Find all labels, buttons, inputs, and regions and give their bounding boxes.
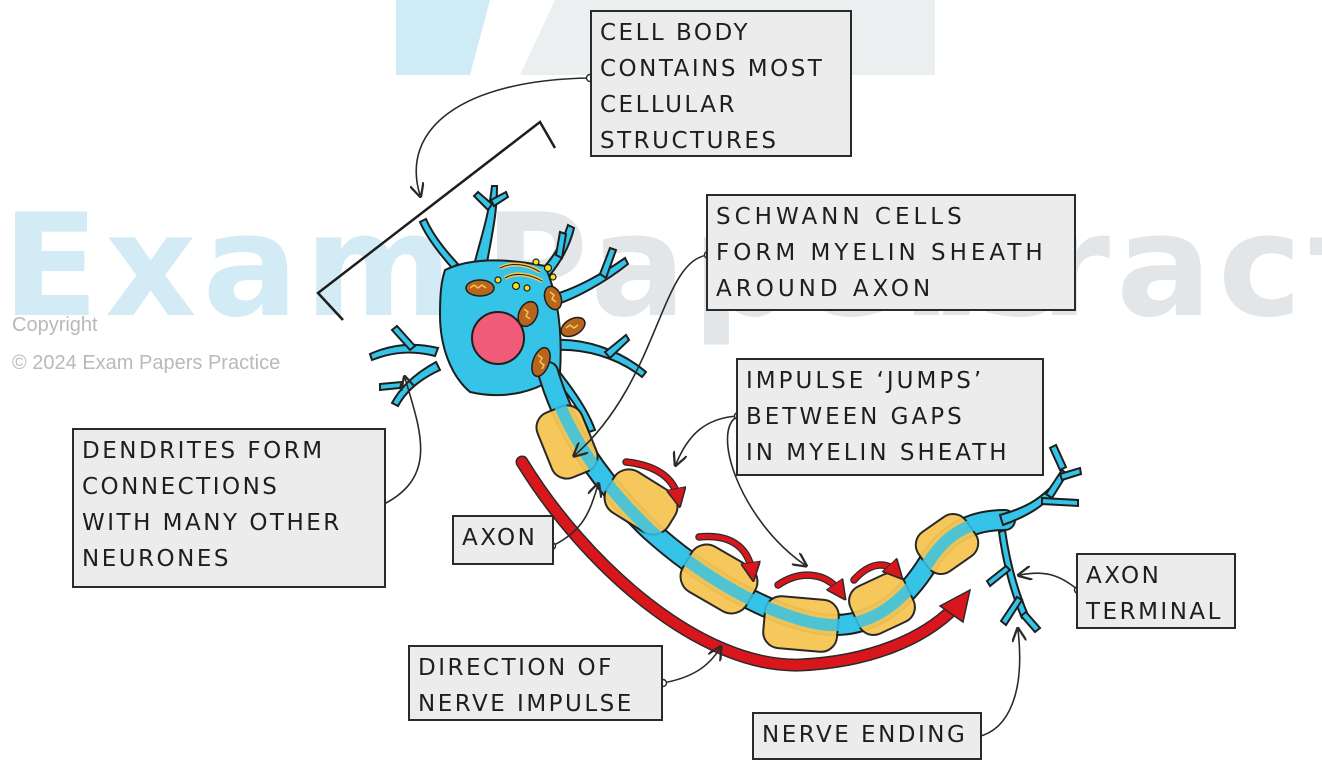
impulse-jumps-leader-1 [676,416,738,464]
dendrites-label-line: DENDRITES FORM [82,433,376,469]
schwann-label-line: AROUND AXON [716,271,1066,307]
cell-body-label-line: CELL BODY [600,15,842,51]
nerve-ending-label: NERVE ENDING [752,712,982,760]
watermark-logo-shape [396,0,490,75]
direction-label-line: NERVE IMPULSE [418,686,653,722]
cell-body-leader [416,78,590,195]
direction-leader [663,648,720,683]
dendrites-label-line: CONNECTIONS [82,469,376,505]
axon-terminal-label: AXON TERMINAL [1076,553,1236,629]
dendrites-label-line: WITH MANY OTHER [82,505,376,541]
cell-body-label: CELL BODY CONTAINS MOST CELLULAR STRUCTU… [590,10,852,157]
cell-body-label-line: CONTAINS MOST [600,51,842,87]
cell-body-label-line: STRUCTURES [600,123,842,159]
cell-body-label-line: CELLULAR [600,87,842,123]
impulse-jumps-label: IMPULSE ‘JUMPS’ BETWEEN GAPS IN MYELIN S… [736,358,1044,476]
axon-terminal-label-line: TERMINAL [1086,594,1226,630]
impulse-jumps-label-line: IMPULSE ‘JUMPS’ [746,363,1034,399]
schwann-label-line: FORM MYELIN SHEATH [716,235,1066,271]
axon-terminal-leader [1020,573,1078,590]
axon-terminal-label-line: AXON [1086,558,1226,594]
nucleus [472,312,524,364]
dendrites-label-line: NEURONES [82,541,376,577]
axon-label-line: AXON [462,520,544,556]
axon-label: AXON [452,515,554,565]
nerve-ending-leader [977,630,1020,737]
direction-label-line: DIRECTION OF [418,650,653,686]
schwann-label-line: SCHWANN CELLS [716,199,1066,235]
schwann-cells-label: SCHWANN CELLS FORM MYELIN SHEATH AROUND … [706,194,1076,311]
impulse-jumps-label-line: IN MYELIN SHEATH [746,435,1034,471]
nerve-ending-label-line: NERVE ENDING [762,717,972,753]
impulse-jumps-label-line: BETWEEN GAPS [746,399,1034,435]
direction-label: DIRECTION OF NERVE IMPULSE [408,645,663,721]
dendrites-label: DENDRITES FORM CONNECTIONS WITH MANY OTH… [72,428,386,588]
